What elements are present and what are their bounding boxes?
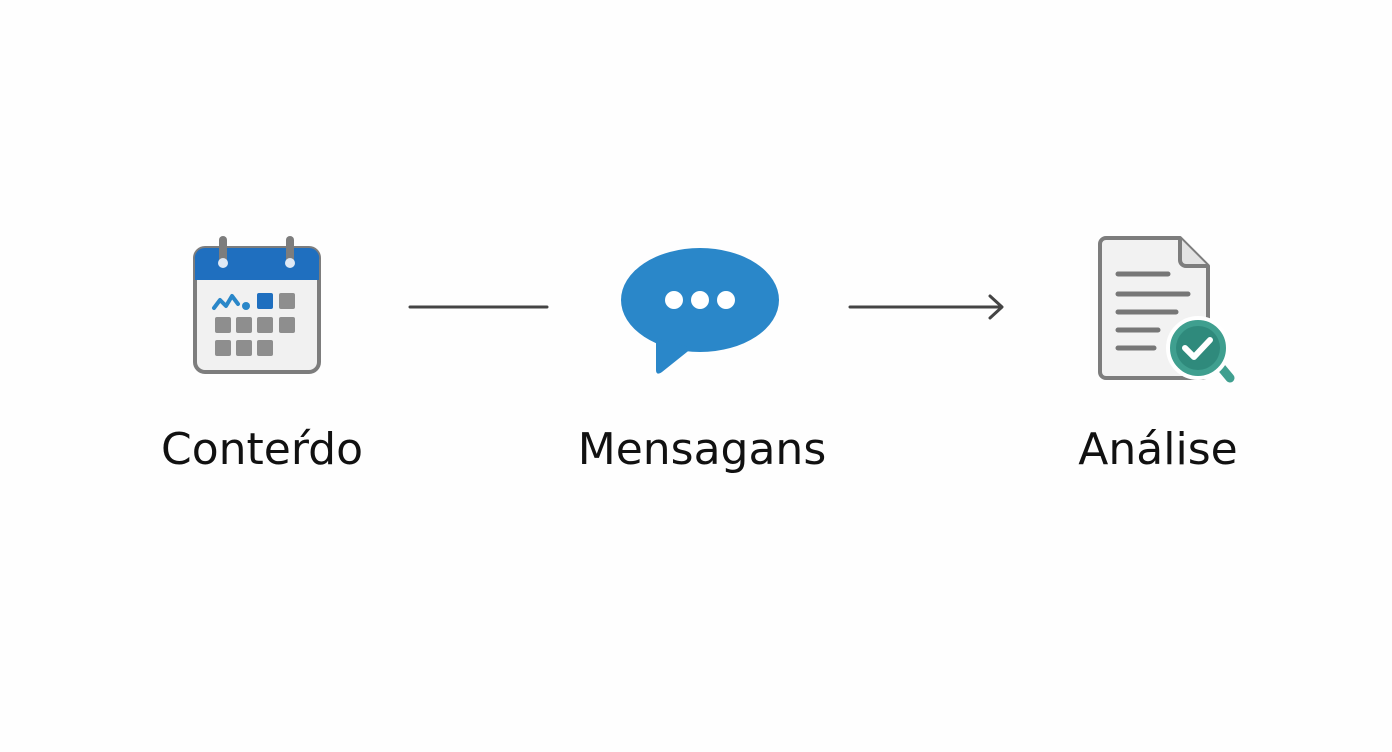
- connector-arrow: [844, 292, 1012, 324]
- calendar-icon: [188, 232, 328, 380]
- connector-line: [406, 296, 552, 320]
- step-label-content: Conteŕdo: [160, 424, 364, 475]
- step-label-messages: Mensagans: [577, 424, 827, 475]
- document-check-icon: [1092, 232, 1240, 388]
- chat-bubble-icon: [612, 238, 788, 384]
- step-label-analysis: Análise: [1078, 424, 1238, 475]
